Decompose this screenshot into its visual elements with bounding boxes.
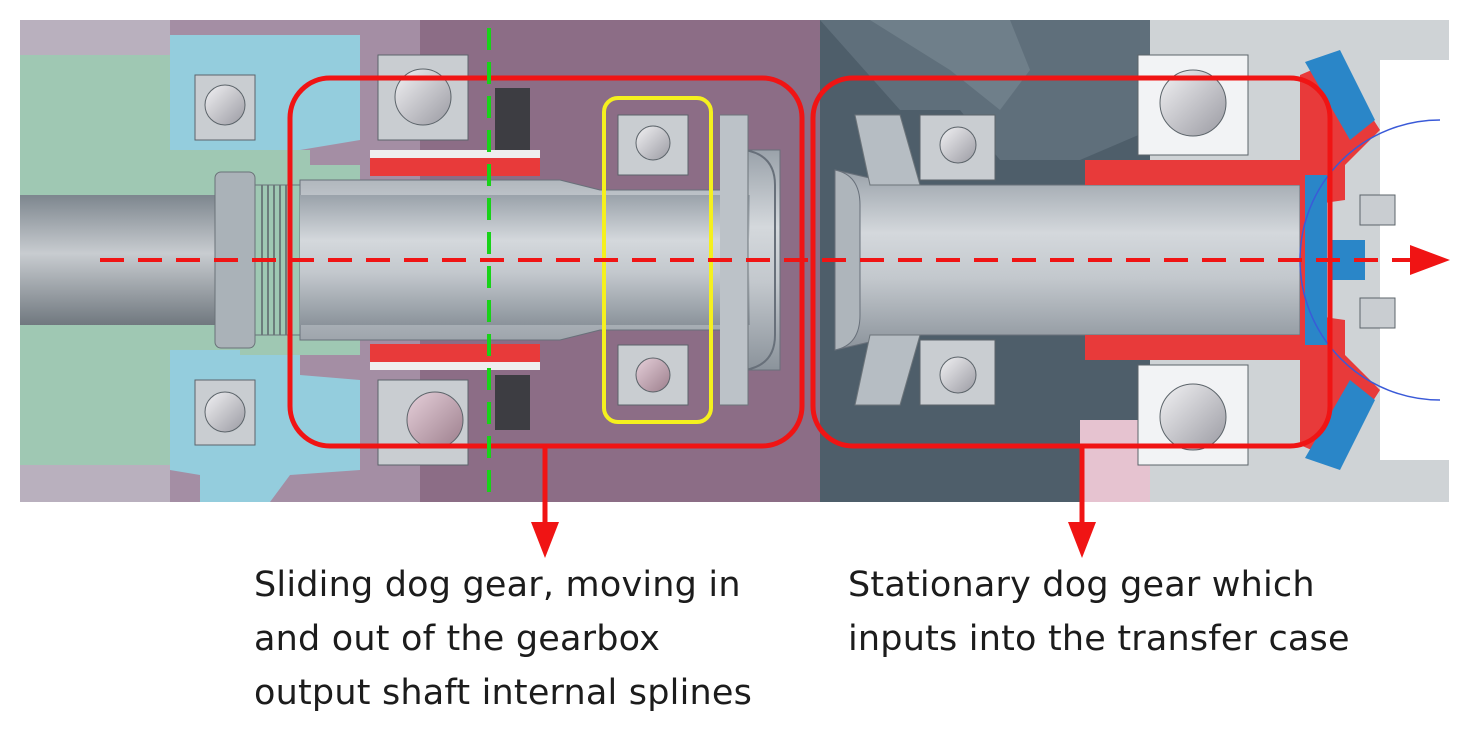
small-bearings-right xyxy=(1359,194,1396,329)
bearing-stationary-bottom xyxy=(919,339,996,406)
bearing-stationary-top xyxy=(919,114,996,181)
transfer-gear-red xyxy=(1085,60,1380,460)
bearing-yellow-top xyxy=(617,114,689,176)
left-callout-arrowhead xyxy=(531,522,559,558)
bearing-transfer-top xyxy=(1137,54,1249,156)
axis-arrowhead xyxy=(1410,245,1450,275)
stationary-flange-top xyxy=(854,114,921,186)
housing-highlight xyxy=(870,20,1030,110)
red-spline-top xyxy=(370,158,540,176)
dark-block-top xyxy=(495,88,530,150)
bevel-teeth-bottom xyxy=(1305,380,1375,470)
white-top-band xyxy=(370,150,540,158)
grey-bottom-strip xyxy=(20,465,170,502)
bearing-top-2 xyxy=(377,54,469,141)
stationary-flange-bottom xyxy=(854,334,921,406)
stationary-dog-gear-label: Stationary dog gear which inputs into th… xyxy=(848,565,1350,659)
white-bottom-band xyxy=(370,362,540,370)
bearing-bottom-1 xyxy=(194,379,256,446)
annotation-overlays xyxy=(100,28,1450,558)
bearing-yellow-bottom xyxy=(617,344,689,406)
sliding-dog-gear-label: Sliding dog gear, moving in and out of t… xyxy=(254,565,753,713)
grey-top-strip xyxy=(20,20,170,55)
bevel-teeth-top xyxy=(1305,50,1375,140)
bearing-bottom-2 xyxy=(377,379,469,466)
red-spline-bottom xyxy=(370,344,540,362)
dark-block-bottom xyxy=(495,375,530,430)
dog-teeth-profile xyxy=(744,149,776,371)
right-callout-arrowhead xyxy=(1068,522,1096,558)
stationary-dog-teeth xyxy=(834,169,861,351)
bearing-top-1 xyxy=(194,74,256,141)
bearing-transfer-bottom xyxy=(1137,364,1249,466)
